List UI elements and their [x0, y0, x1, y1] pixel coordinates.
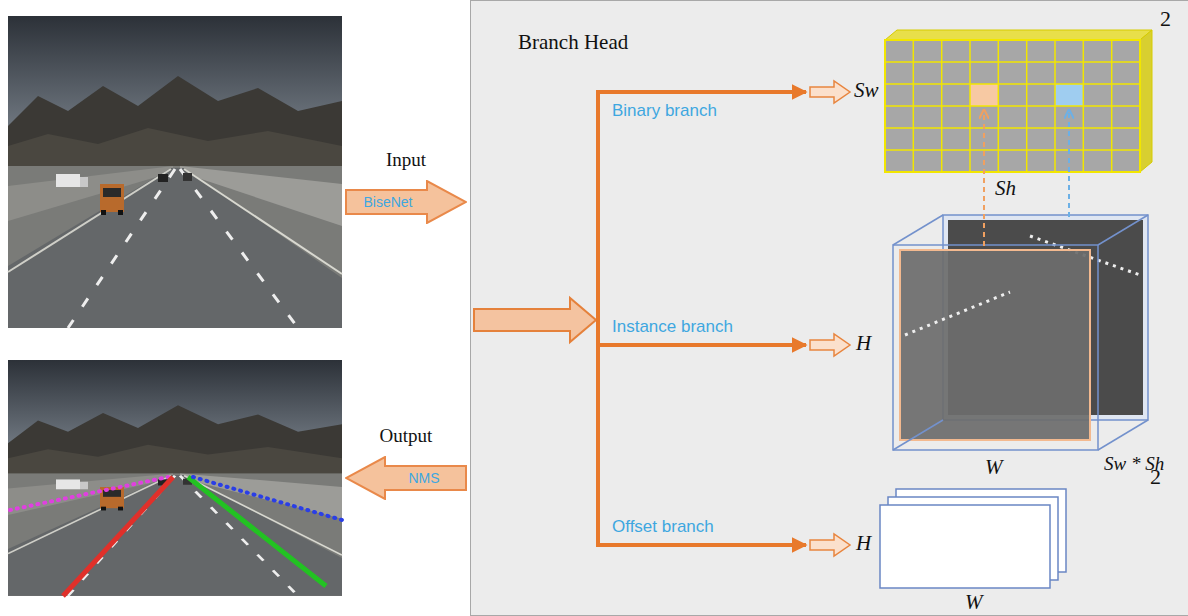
arrow-outline [346, 457, 466, 499]
branch-name: Binary branch [612, 102, 717, 119]
feature-arrow [474, 298, 596, 342]
input-photo [8, 16, 342, 328]
binary-grid [885, 30, 1152, 172]
arrow-outline [346, 181, 466, 223]
output-arrow: OutputNMS [345, 456, 467, 500]
cell-link [1068, 110, 1070, 217]
output-photo [8, 360, 342, 596]
branch-lines [598, 90, 806, 547]
arrow-label: NMS [381, 456, 467, 500]
branch-name: Instance branch [612, 318, 733, 335]
dimension-label: W [965, 592, 983, 613]
offset-tensor [880, 489, 1066, 588]
arrow-heading: Input [325, 150, 487, 169]
arrow-label: BiseNet [345, 180, 431, 224]
arrow-shape [345, 456, 467, 500]
dimension-label: Sh [995, 178, 1016, 199]
arrow-heading: Output [325, 426, 487, 445]
dimension-label: Sw [854, 80, 879, 101]
dimension-label: W [985, 457, 1003, 478]
branch-head-panel: Branch Head [470, 0, 1188, 616]
dimension-label: H [856, 333, 871, 354]
cell-link [983, 110, 985, 246]
dimension-label: H [856, 533, 871, 554]
channel-count: 2 [1160, 8, 1171, 30]
channel-count: 2 [1150, 466, 1161, 488]
panel-ground [471, 1, 1188, 616]
output-arrows [810, 81, 850, 556]
branch-name: Offset branch [612, 518, 714, 535]
input-arrow: InputBiseNet [345, 180, 467, 224]
instance-cube [893, 215, 1148, 450]
panel-title: Branch Head [518, 32, 628, 53]
